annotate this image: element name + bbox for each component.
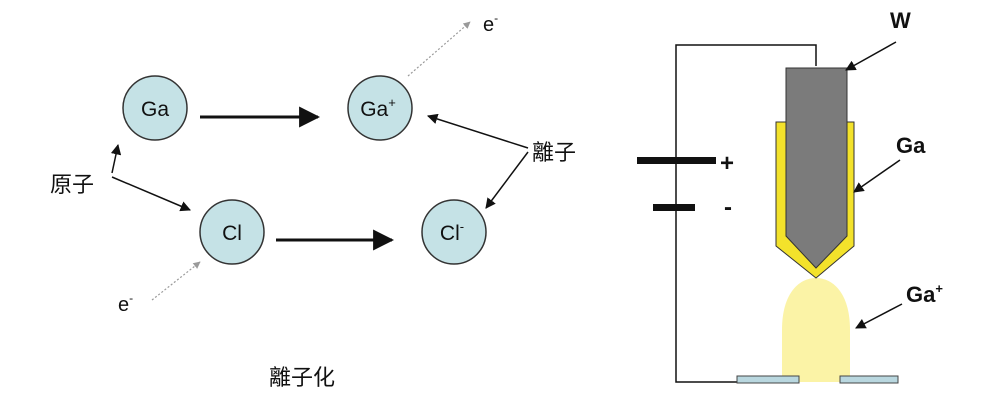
cl-ion-label: Cl-: [440, 219, 464, 245]
circuit-wire: [675, 44, 817, 383]
ion-beam-label: Ga+: [906, 281, 943, 307]
electron-in-arrow: [151, 261, 201, 301]
ga-ion-plume: [782, 278, 850, 382]
ion-label: 離子: [532, 140, 576, 165]
ga-ion-label: Ga+: [360, 95, 396, 121]
electron-out-symbol: e: [483, 14, 494, 36]
electron-out-charge: -: [494, 11, 498, 25]
gallium-label: Ga: [896, 133, 926, 158]
gallium-pointer: [853, 159, 901, 193]
battery-positive-sign: +: [720, 150, 734, 177]
battery-negative-sign: -: [724, 194, 732, 221]
cl-ion-symbol: Cl: [440, 222, 460, 245]
ion-pointer-to-ga: [426, 113, 529, 149]
ion-beam-charge: +: [935, 281, 943, 296]
ga-ion-charge: +: [388, 95, 396, 110]
electron-in-charge: -: [129, 291, 133, 305]
battery-positive-plate: [637, 157, 716, 164]
atom-pointer-to-cl: [111, 176, 191, 212]
ga-atom-circle: [122, 75, 188, 141]
tungsten-tip: [785, 67, 848, 269]
atom-label: 原子: [50, 172, 94, 197]
extractor-plate-left: [736, 375, 800, 384]
ga-ion-symbol: Ga: [360, 98, 388, 121]
tungsten-pointer: [845, 41, 897, 71]
cl-atom-circle: [199, 199, 265, 265]
cl-ion-circle: [421, 199, 487, 265]
cl-ion-charge: -: [460, 219, 464, 234]
cl-atom-label: Cl: [222, 222, 242, 245]
electron-out-arrow: [407, 21, 471, 77]
battery-negative-plate: [653, 204, 695, 211]
ga-ion-circle: [347, 75, 413, 141]
extractor-plate-right: [839, 375, 899, 384]
electron-in-label: e-: [118, 291, 133, 316]
ion-beam-symbol: Ga: [906, 282, 936, 307]
ga-atom-label: Ga: [141, 98, 169, 121]
ion-pointer-to-cl: [485, 151, 529, 209]
tungsten-label: W: [890, 8, 911, 33]
electron-in-symbol: e: [118, 294, 129, 316]
atom-pointer-to-ga: [110, 143, 122, 174]
ion-source-diagram: + - W Ga Ga+: [637, 8, 943, 384]
ion-beam-pointer: [855, 303, 903, 329]
electron-out-label: e-: [483, 11, 498, 36]
ionization-diagram: Ga Ga+ Cl Cl- e- e- 原子 離子 離子化: [50, 11, 576, 390]
ionization-caption: 離子化: [269, 365, 335, 390]
